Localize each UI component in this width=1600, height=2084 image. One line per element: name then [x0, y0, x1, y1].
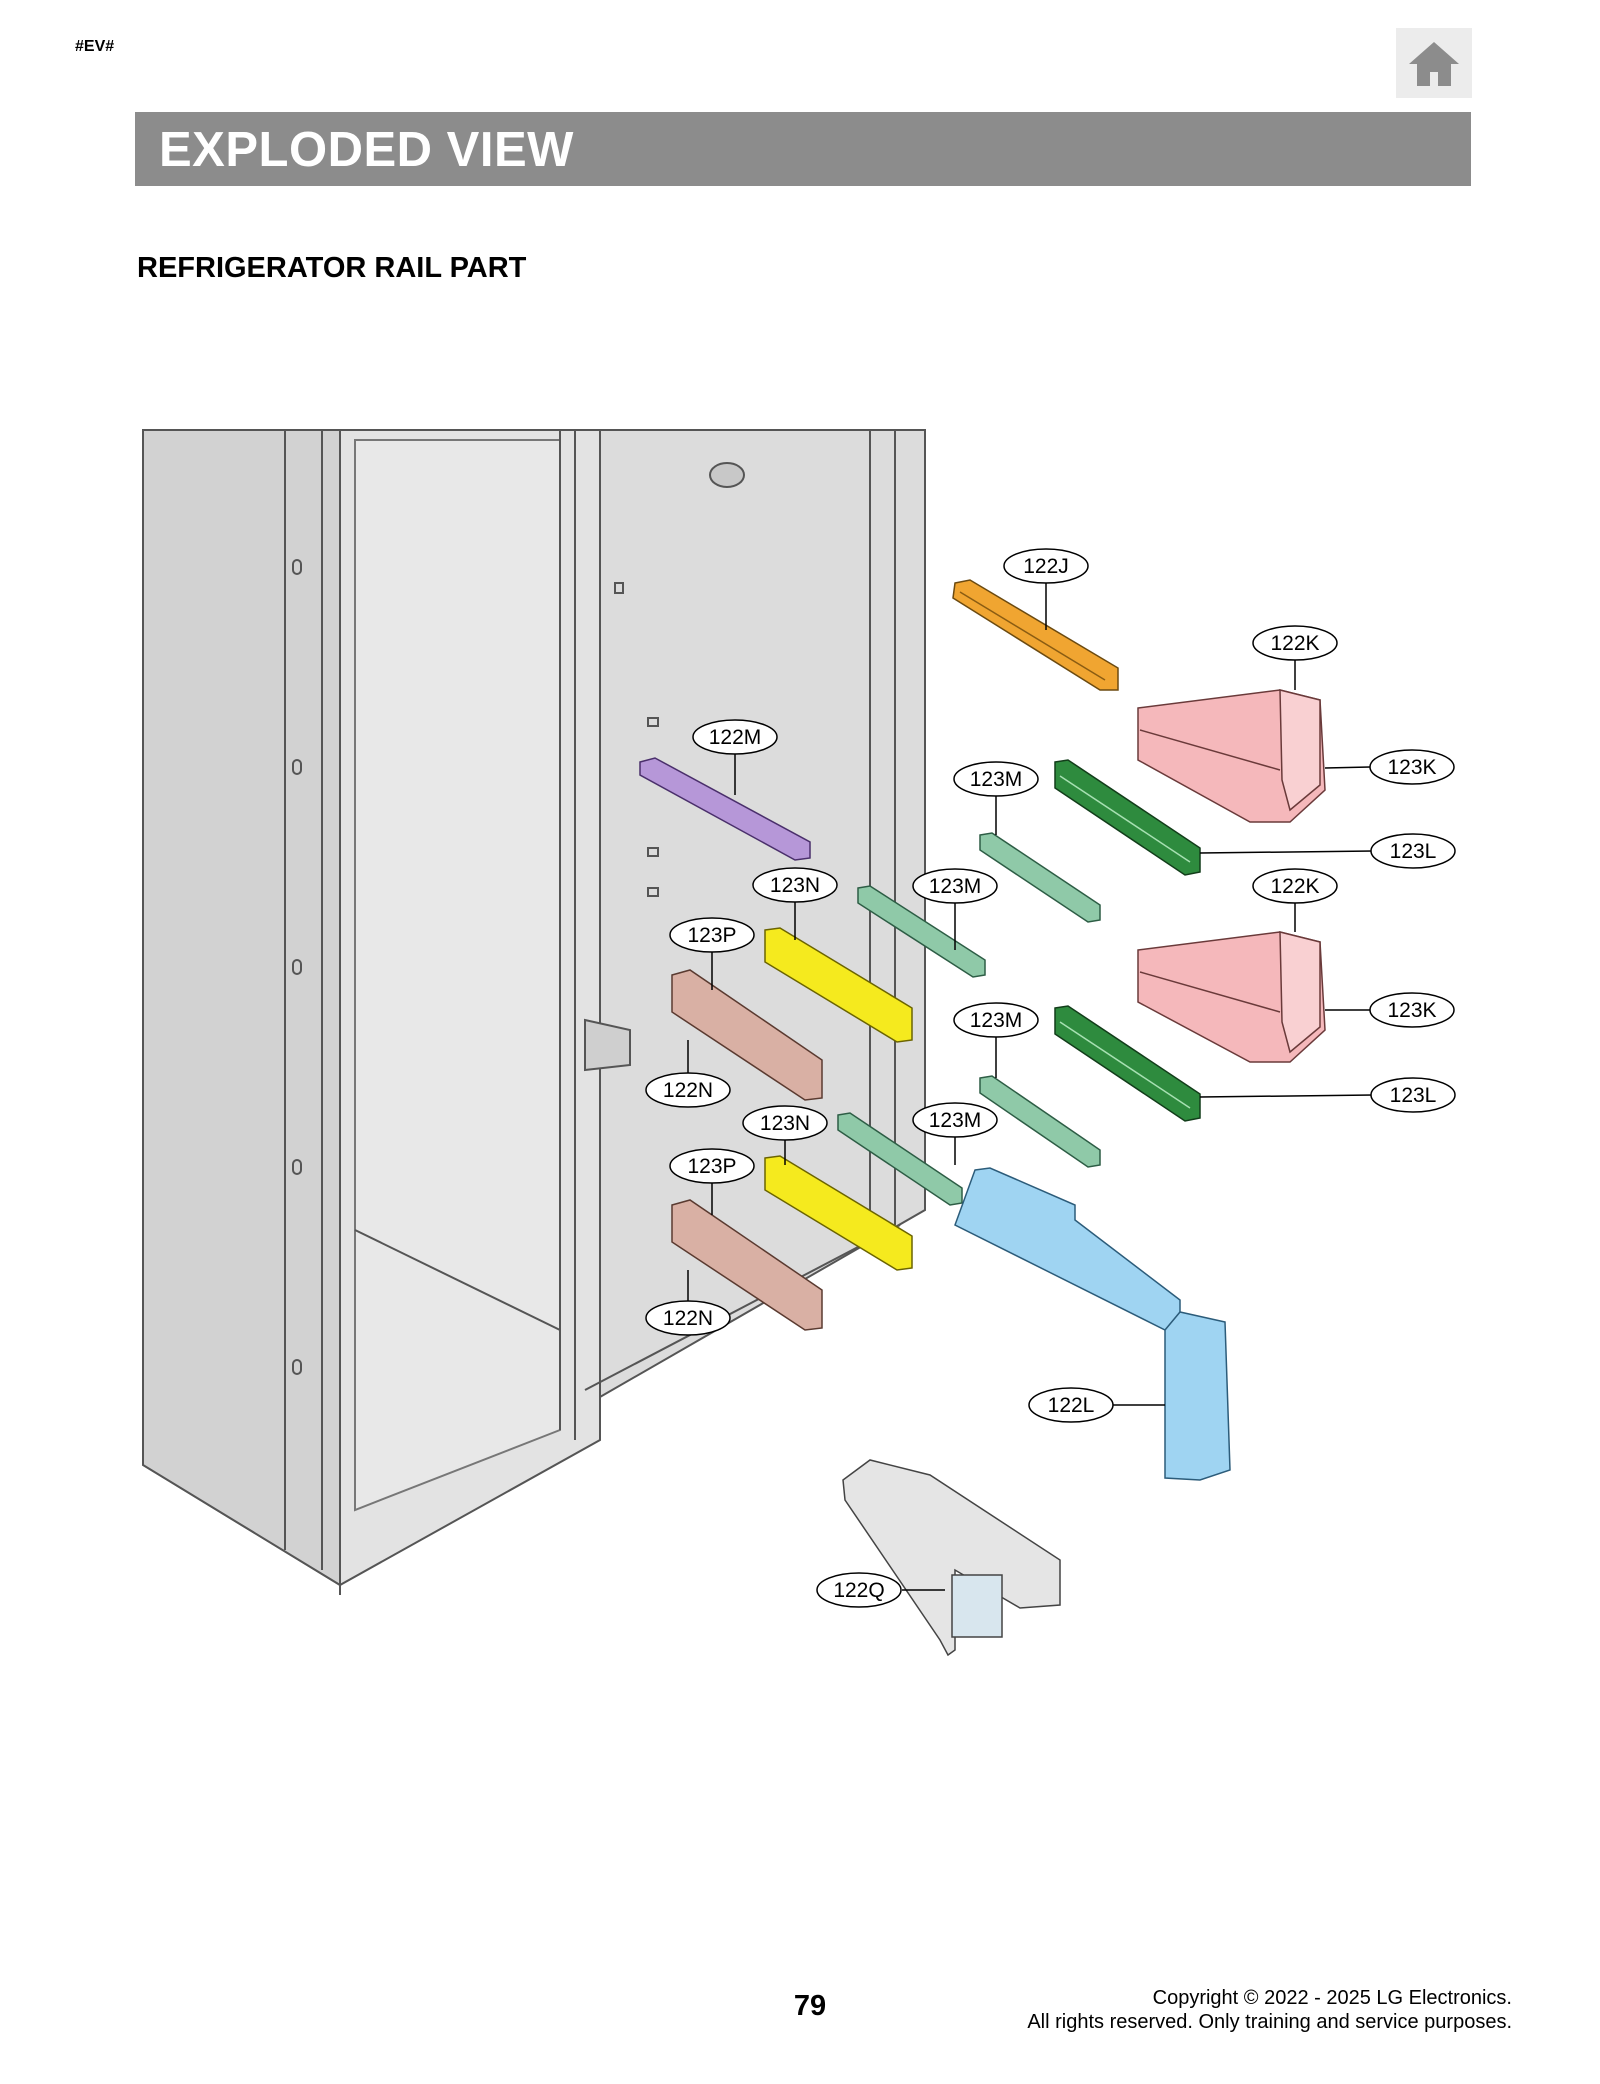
page-number: 79	[793, 1990, 827, 2022]
part-123M-2	[857, 885, 986, 978]
leader-lines	[687, 583, 1374, 1591]
home-icon	[1409, 42, 1459, 86]
callout-122K-top: 122K	[1252, 625, 1338, 661]
part-122N-2	[671, 1199, 823, 1331]
svg-text:122L: 122L	[1048, 1394, 1095, 1417]
part-122J	[952, 579, 1119, 691]
svg-text:122N: 122N	[663, 1079, 713, 1102]
callout-123K-bottom: 123K	[1369, 992, 1455, 1028]
copyright-line-1: Copyright © 2022 - 2025 LG Electronics.	[1152, 1987, 1512, 2009]
callout-123M-3: 123M	[953, 1002, 1039, 1038]
part-122Q	[842, 1459, 1061, 1657]
svg-text:123N: 123N	[760, 1112, 810, 1135]
svg-text:122Q: 122Q	[833, 1579, 884, 1602]
part-122L	[954, 1167, 1231, 1481]
svg-text:123L: 123L	[1390, 1084, 1437, 1107]
refrigerator-cabinet	[142, 429, 926, 1595]
callout-122M: 122M	[692, 719, 778, 755]
svg-text:123K: 123K	[1387, 999, 1436, 1022]
svg-text:122K: 122K	[1270, 875, 1319, 898]
part-123M-3	[979, 1075, 1101, 1168]
part-122N-1	[671, 969, 823, 1101]
callout-123M-4: 123M	[912, 1102, 998, 1138]
page-tag: #EV#	[75, 38, 115, 55]
part-123N-1	[764, 927, 913, 1043]
section-title: REFRIGERATOR RAIL PART	[137, 252, 527, 284]
callout-122J: 122J	[1003, 548, 1089, 584]
callout-123L-bottom: 123L	[1370, 1077, 1456, 1113]
svg-text:122J: 122J	[1023, 555, 1069, 578]
svg-text:123P: 123P	[687, 1155, 736, 1178]
callout-123N-1: 123N	[752, 867, 838, 903]
banner-title: EXPLODED VIEW	[159, 123, 574, 177]
part-123M-1	[979, 832, 1101, 923]
svg-text:123M: 123M	[929, 875, 982, 898]
part-123N-2	[764, 1155, 913, 1271]
callout-123P-1: 123P	[669, 917, 755, 953]
callout-122L: 122L	[1028, 1387, 1114, 1423]
callout-122Q: 122Q	[816, 1572, 902, 1608]
svg-text:123K: 123K	[1387, 756, 1436, 779]
callout-123M-2: 123M	[912, 868, 998, 904]
svg-text:123N: 123N	[770, 874, 820, 897]
part-122M	[639, 757, 811, 861]
copyright-line-2: All rights reserved. Only training and s…	[1027, 2011, 1512, 2033]
callout-123N-2: 123N	[742, 1105, 828, 1141]
svg-text:122M: 122M	[709, 726, 762, 749]
svg-text:123M: 123M	[970, 768, 1023, 791]
callout-123K-top: 123K	[1369, 749, 1455, 785]
callout-122K-bottom: 122K	[1252, 868, 1338, 904]
part-122K-top	[1137, 689, 1326, 823]
part-123M-4	[837, 1112, 963, 1206]
svg-text:122N: 122N	[663, 1307, 713, 1330]
part-122K-bottom	[1137, 931, 1326, 1063]
copyright-notice: Copyright © 2022 - 2025 LG Electronics. …	[1027, 1986, 1512, 2034]
part-123L-bottom	[1054, 1005, 1201, 1122]
svg-text:123M: 123M	[970, 1009, 1023, 1032]
callout-123P-2: 123P	[669, 1148, 755, 1184]
svg-text:123L: 123L	[1390, 840, 1437, 863]
svg-text:122K: 122K	[1270, 632, 1319, 655]
callout-122N-1: 122N	[645, 1072, 731, 1108]
home-button[interactable]	[1396, 28, 1472, 98]
callout-123L-top: 123L	[1370, 833, 1456, 869]
callout-123M-1: 123M	[953, 761, 1039, 797]
svg-text:123M: 123M	[929, 1109, 982, 1132]
part-123L-top	[1054, 759, 1201, 876]
svg-text:123P: 123P	[687, 924, 736, 947]
callout-122N-2: 122N	[645, 1300, 731, 1336]
banner: EXPLODED VIEW	[135, 112, 1471, 186]
